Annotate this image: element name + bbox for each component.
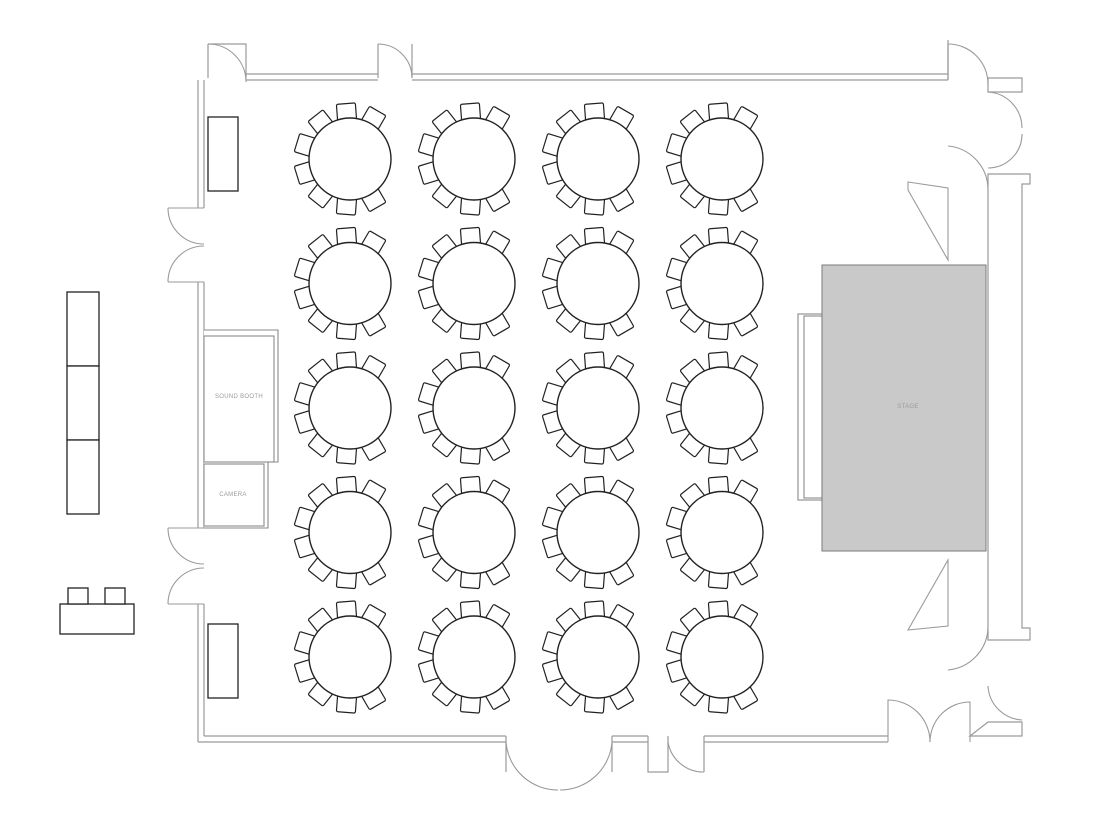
stage-steps <box>803 315 823 499</box>
stage-label: STAGE <box>897 404 918 410</box>
round-table <box>432 117 516 201</box>
round-table <box>308 615 392 699</box>
side-table <box>207 623 239 699</box>
table-with-chairs <box>293 226 392 341</box>
sound-booth <box>203 335 275 463</box>
round-table <box>432 366 516 450</box>
stage <box>821 264 987 552</box>
table-with-chairs <box>665 475 764 590</box>
round-table <box>432 241 516 326</box>
camera-platform <box>203 463 265 527</box>
desk-chair <box>67 587 89 605</box>
stage-area: STAGE <box>797 264 987 552</box>
table-with-chairs <box>293 600 392 714</box>
round-table <box>556 490 640 575</box>
round-table <box>680 117 764 201</box>
inside-side-tables <box>207 116 239 699</box>
counter-segment <box>66 439 100 515</box>
table-with-chairs <box>541 226 640 341</box>
round-table <box>432 490 516 575</box>
table-with-chairs <box>665 102 764 216</box>
outside-furniture <box>59 291 135 635</box>
sound-booth-label: SOUND BOOTH <box>215 394 263 400</box>
sound-booth-area: SOUND BOOTH CAMERA <box>203 329 279 529</box>
table-with-chairs <box>293 102 392 216</box>
table-with-chairs <box>417 226 516 341</box>
round-table <box>308 241 392 326</box>
desk <box>59 603 135 635</box>
table-with-chairs <box>665 351 764 465</box>
table-with-chairs <box>417 351 516 465</box>
table-with-chairs <box>417 102 516 216</box>
round-tables <box>293 102 764 714</box>
round-table <box>680 366 764 450</box>
table-with-chairs <box>541 102 640 216</box>
table-with-chairs <box>541 475 640 590</box>
round-table <box>308 490 392 575</box>
counter-segment <box>66 365 100 441</box>
side-table <box>207 116 239 192</box>
round-table <box>308 117 392 201</box>
table-with-chairs <box>541 351 640 465</box>
round-table <box>680 490 764 575</box>
table-with-chairs <box>541 600 640 714</box>
table-with-chairs <box>665 600 764 714</box>
round-table <box>680 615 764 699</box>
table-with-chairs <box>417 600 516 714</box>
round-table <box>432 615 516 699</box>
counter-segment <box>66 291 100 367</box>
table-with-chairs <box>293 351 392 465</box>
camera-label: CAMERA <box>219 492 246 498</box>
table-with-chairs <box>665 226 764 341</box>
table-with-chairs <box>293 475 392 590</box>
table-with-chairs <box>417 475 516 590</box>
round-table <box>556 241 640 326</box>
desk-chair <box>104 587 126 605</box>
round-table <box>308 366 392 450</box>
round-table <box>556 366 640 450</box>
round-table <box>556 615 640 699</box>
round-table <box>556 117 640 201</box>
round-table <box>680 241 764 326</box>
doors <box>167 43 1023 791</box>
